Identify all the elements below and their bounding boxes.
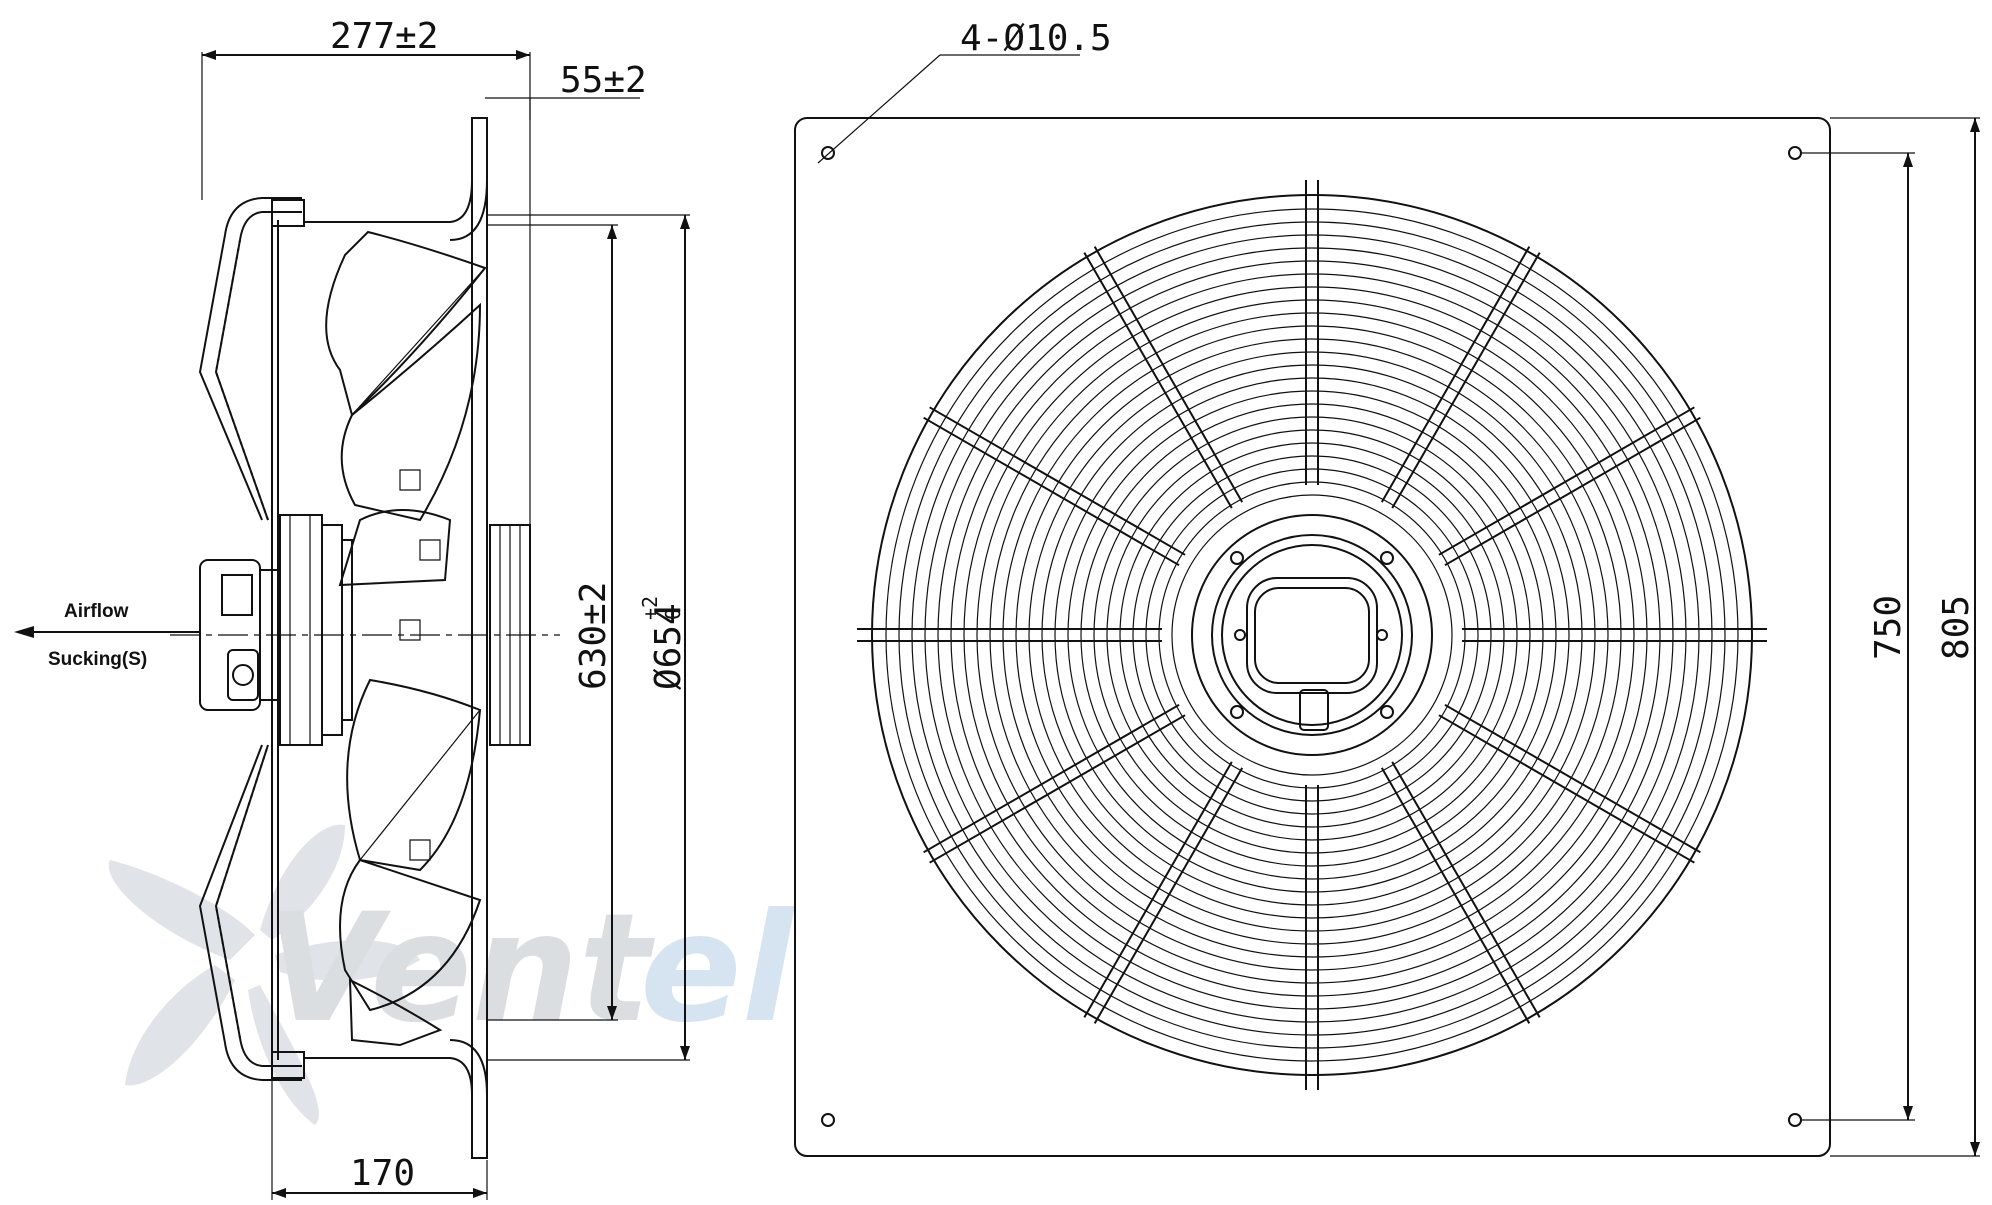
grille-strut [923,703,1180,854]
grille-strut [1444,416,1701,567]
mounting-holes [821,146,1802,1127]
grille-strut [1093,767,1244,1024]
grille-strut [1391,252,1541,509]
grille-ring [950,273,1674,997]
grille-ring [1106,429,1518,841]
grille-strut [1380,246,1531,503]
grille-ring [1158,481,1466,789]
dim-holes: 4-Ø10.5 [817,18,1112,164]
dim-ring-diameter: 630±2 [487,224,618,1021]
grille-ring [1145,468,1479,802]
grille-strut [929,406,1186,556]
grille-ring [1171,494,1453,776]
grille-ring [1028,351,1596,919]
dim-overall-depth: 277±2 [201,16,531,200]
mounting-hole [1788,1113,1802,1127]
mounting-hole [821,146,835,160]
fan-guard-grille [857,180,1767,1090]
airflow-mode-label: Sucking(S) [48,649,147,670]
grille-ring [1015,338,1609,932]
side-view: 277±2 55±2 [14,16,690,1200]
grille-rim [871,194,1753,1076]
dim-flange-offset-text: 55±2 [560,60,647,101]
grille-ring [1119,442,1505,828]
dim-holes-text: 4-Ø10.5 [960,18,1112,59]
motor-center [1191,514,1433,756]
grille-ring [1067,390,1557,880]
dim-inner-depth-text: 170 [350,1153,415,1194]
grille-strut [1391,761,1541,1018]
grille-ring [924,247,1700,1023]
grille-strut [1083,252,1233,509]
grille-ring [1093,416,1531,854]
airflow-label: Airflow [64,601,129,622]
dim-impeller-tolerance-lower: 0 [661,608,685,620]
dim-impeller-tolerance-upper: +2 [638,596,662,620]
grille-ring [1041,364,1583,906]
grille-strut [1083,761,1233,1018]
grille-strut [1444,703,1701,854]
motor-hub [279,514,531,746]
watermark: Vent el [108,824,796,1125]
grille-strut [1380,767,1531,1024]
grille-strut [1093,246,1244,503]
dim-hole-spacing: 750 [1800,152,1915,1121]
dim-flange-offset: 55±2 [485,60,647,640]
airflow-arrow: Airflow Sucking(S) [14,601,200,670]
grille-strut [929,714,1186,864]
dim-plate-size-text: 805 [1936,595,1977,660]
grille-ring [976,299,1648,971]
grille-ring [989,312,1635,958]
dim-inner-depth: 170 [271,1060,488,1200]
grille-ring [937,260,1687,1010]
dim-hole-spacing-text: 750 [1868,595,1909,660]
dim-plate-size: 805 [1830,117,1980,1157]
grille-strut [1438,714,1695,864]
grille-ring [911,234,1713,1036]
grille-ring [885,208,1739,1062]
dim-ring-diameter-text: 630±2 [573,582,614,690]
guard-side-profile [198,197,302,1081]
watermark-text-dark: Vent [265,882,656,1056]
watermark-fan-logo [108,824,420,1125]
dim-overall-depth-text: 277±2 [330,16,438,57]
front-view: 4-Ø10.5 750 [794,18,1980,1157]
mounting-plate [794,117,1831,1157]
grille-ring [1080,403,1544,867]
mounting-flange [305,117,488,1159]
grille-strut [1438,406,1695,556]
grille-ring [1054,377,1570,893]
grille-ring [963,286,1661,984]
grille-ring [898,221,1726,1049]
dim-impeller-diameter: Ø654 +2 0 [487,214,690,1061]
grille-strut [923,416,1180,567]
impeller-blades-side [325,230,487,1047]
dim-impeller-diameter-text: Ø654 [648,603,689,690]
watermark-text-light: el [640,882,796,1056]
mounting-hole [821,1113,835,1127]
grille-ring [1002,325,1622,945]
mounting-hole [1788,146,1802,160]
grille-ring [1132,455,1492,815]
